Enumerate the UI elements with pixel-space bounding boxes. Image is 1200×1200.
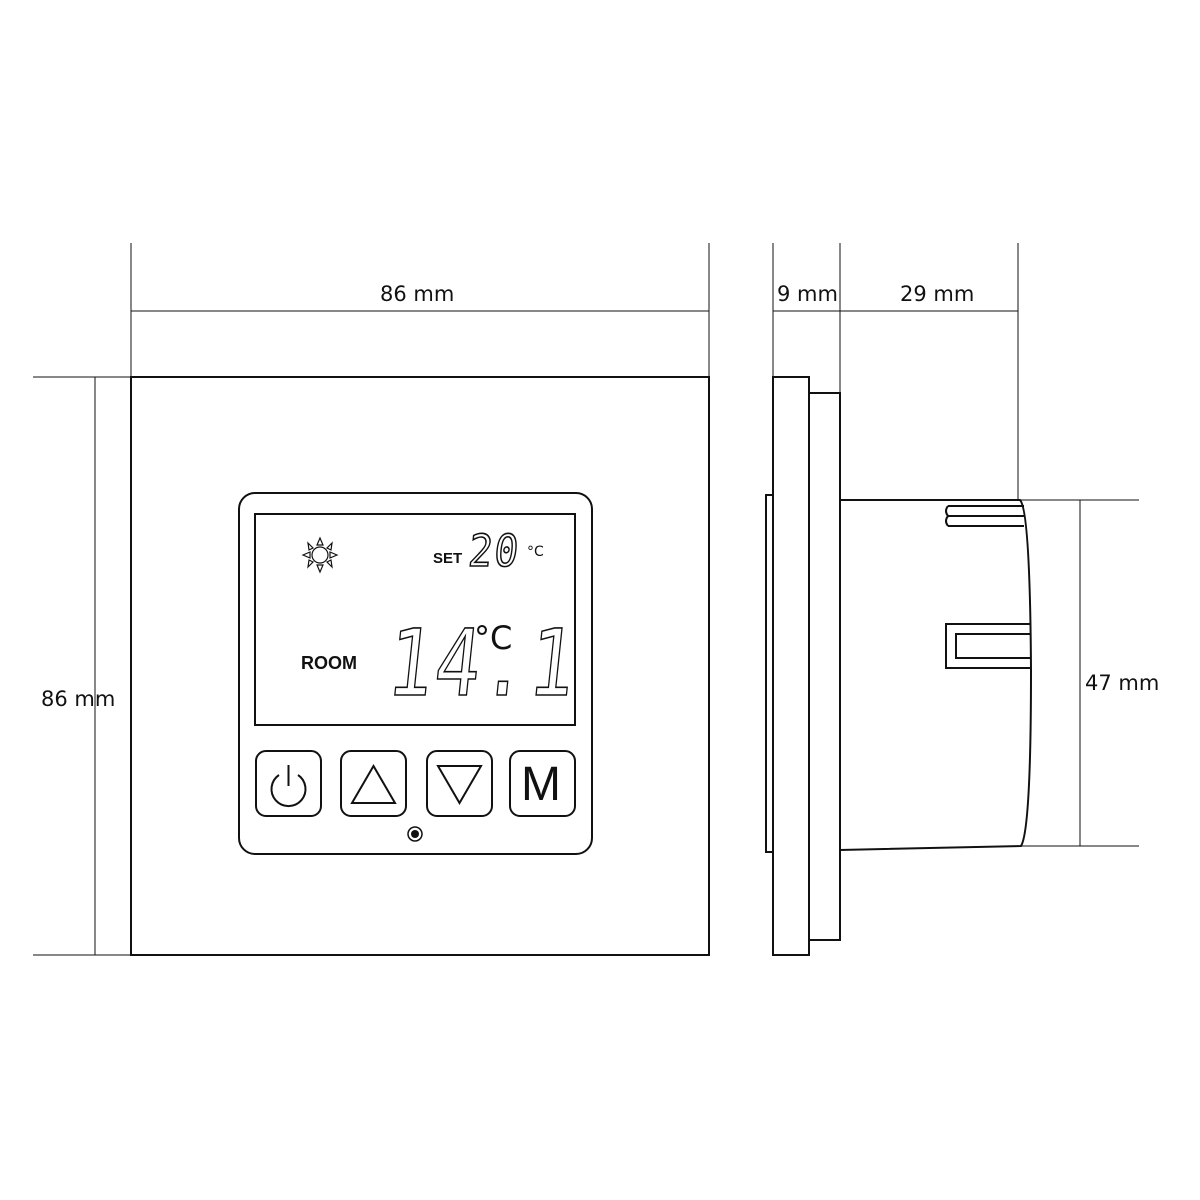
- lcd-screen: [254, 513, 576, 726]
- up-button-frame: [340, 750, 407, 817]
- side-body-height-label: 47 mm: [1085, 671, 1160, 695]
- triangle-down-icon: [436, 765, 483, 805]
- triangle-up-icon: [350, 764, 397, 804]
- front-width-label: 86 mm: [380, 282, 455, 306]
- power-icon: [270, 765, 307, 808]
- power-button-frame: [255, 750, 322, 817]
- side-depth-dimension: [772, 243, 1019, 500]
- side-body-depth-label: 29 mm: [900, 282, 975, 306]
- set-label: SET: [433, 550, 463, 567]
- side-height-dimension: [1020, 499, 1139, 847]
- led-indicator-icon: [407, 826, 423, 842]
- front-height-label: 86 mm: [41, 687, 116, 711]
- control-panel: [238, 492, 593, 855]
- down-button-frame: [426, 750, 493, 817]
- sun-icon: [301, 536, 339, 574]
- side-plate-depth-label: 9 mm: [777, 282, 838, 306]
- front-plate: [130, 376, 710, 956]
- room-label: ROOM: [301, 653, 357, 673]
- room-temperature-unit: °C: [474, 619, 513, 657]
- power-button[interactable]: [256, 751, 321, 816]
- up-button[interactable]: [341, 751, 406, 816]
- front-width-dimension: [130, 243, 710, 377]
- mode-button[interactable]: M: [510, 751, 575, 816]
- set-temperature-unit: °C: [527, 544, 544, 560]
- set-temperature-value: 20: [465, 525, 523, 578]
- mode-button-label: M: [521, 758, 561, 811]
- side-view: [765, 376, 1033, 956]
- mode-button-frame: [509, 750, 576, 817]
- down-button[interactable]: [427, 751, 492, 816]
- front-height-dimension: [33, 376, 131, 956]
